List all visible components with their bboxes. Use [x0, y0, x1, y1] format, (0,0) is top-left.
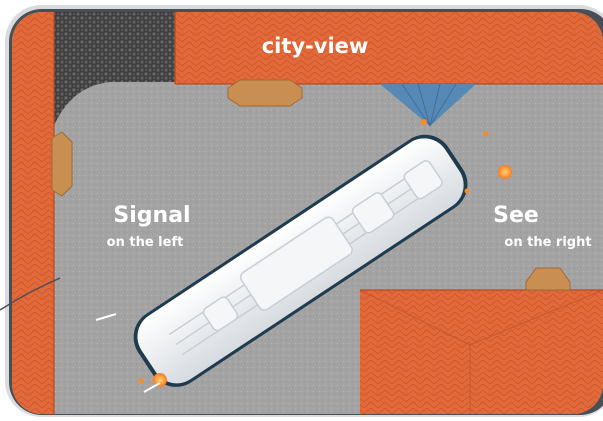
right-label-title: See [493, 203, 539, 228]
turn-signal-light-icon [139, 379, 144, 384]
left-label-title: Signal [113, 203, 190, 228]
page-title: city-view [262, 34, 369, 58]
turn-signal-light-icon [421, 119, 427, 125]
door-pad-top [228, 80, 302, 106]
top-building-roof [175, 12, 603, 84]
door-pad-left [52, 132, 72, 196]
right-label-subtitle: on the right [504, 235, 591, 250]
turn-signal-light-icon [498, 165, 512, 179]
left-building-roof [12, 12, 54, 414]
turn-signal-light-icon [465, 189, 470, 194]
left-label-subtitle: on the left [107, 235, 184, 250]
turn-signal-light-icon [484, 132, 489, 137]
